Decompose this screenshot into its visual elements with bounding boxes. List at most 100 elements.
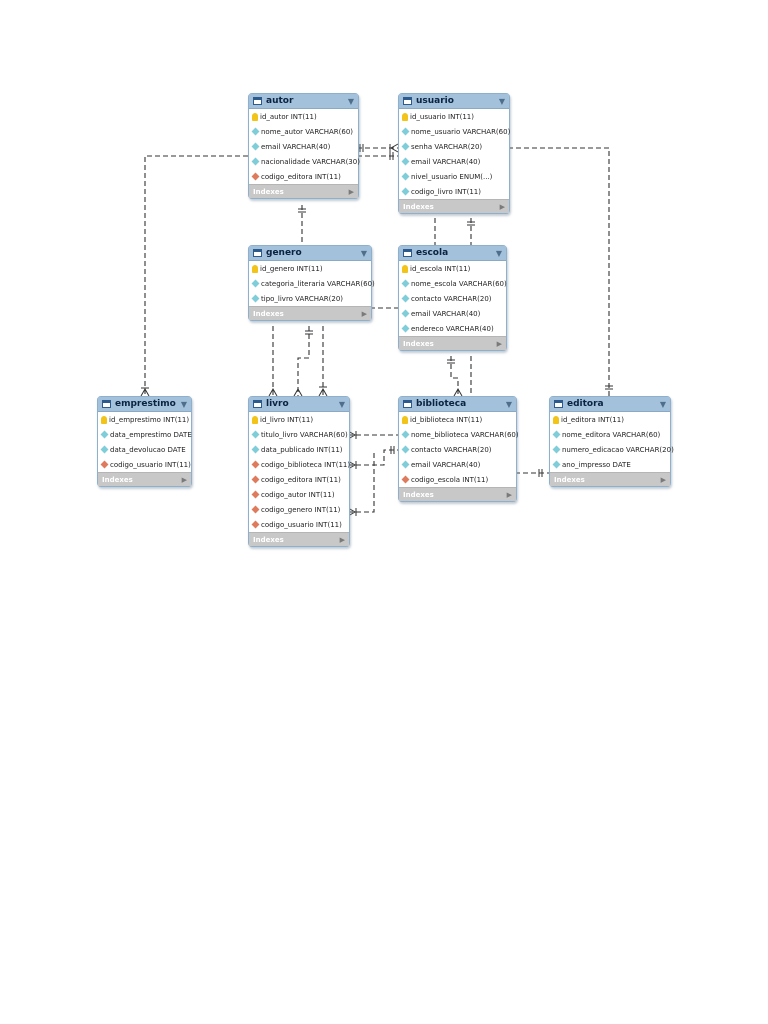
column-emprestimo-3[interactable]: codigo_usuario INT(11): [98, 457, 191, 472]
chevron-right-icon[interactable]: ▶: [361, 309, 367, 318]
chevron-down-icon[interactable]: ▼: [347, 96, 354, 106]
column-icon: [401, 157, 410, 166]
entity-header[interactable]: livro▼: [249, 397, 349, 412]
column-icon: [552, 445, 561, 454]
entity-header[interactable]: genero▼: [249, 246, 371, 261]
entity-header[interactable]: emprestimo▼: [98, 397, 191, 412]
column-editora-3[interactable]: ano_impresso DATE: [550, 457, 670, 472]
many-marker-autor-usuario: [389, 143, 399, 153]
column-label: codigo_editora INT(11): [261, 475, 341, 484]
indexes-bar[interactable]: Indexes▶: [399, 199, 509, 213]
table-icon: [253, 97, 262, 105]
column-icon: [401, 172, 410, 181]
chevron-right-icon[interactable]: ▶: [181, 475, 187, 484]
table-icon: [403, 97, 412, 105]
chevron-right-icon[interactable]: ▶: [660, 475, 666, 484]
column-genero-1[interactable]: categoria_literaria VARCHAR(60): [249, 276, 375, 291]
chevron-down-icon[interactable]: ▼: [498, 96, 505, 106]
column-livro-7[interactable]: codigo_usuario INT(11): [249, 517, 349, 532]
column-usuario-1[interactable]: nome_usuario VARCHAR(60): [399, 124, 510, 139]
column-escola-2[interactable]: contacto VARCHAR(20): [399, 291, 506, 306]
entity-header[interactable]: biblioteca▼: [399, 397, 516, 412]
column-label: numero_edicacao VARCHAR(20): [562, 445, 674, 454]
column-usuario-4[interactable]: nivel_usuario ENUM(...): [399, 169, 509, 184]
column-biblioteca-2[interactable]: contacto VARCHAR(20): [399, 442, 516, 457]
entity-livro[interactable]: livro▼id_livro INT(11)titulo_livro VARCH…: [248, 396, 350, 547]
chevron-down-icon[interactable]: ▼: [659, 399, 666, 409]
column-emprestimo-2[interactable]: data_devolucao DATE: [98, 442, 191, 457]
entity-header[interactable]: usuario ▼: [399, 94, 509, 109]
column-livro-0[interactable]: id_livro INT(11): [249, 412, 349, 427]
column-biblioteca-1[interactable]: nome_biblioteca VARCHAR(60): [399, 427, 519, 442]
foreign-key-icon: [401, 475, 410, 484]
column-livro-6[interactable]: codigo_genero INT(11): [249, 502, 349, 517]
entity-autor[interactable]: autor▼id_autor INT(11)nome_autor VARCHAR…: [248, 93, 360, 199]
entity-biblioteca[interactable]: biblioteca▼id_biblioteca INT(11)nome_bib…: [398, 396, 519, 502]
column-autor-0[interactable]: id_autor INT(11): [249, 109, 358, 124]
entity-header[interactable]: escola▼: [399, 246, 506, 261]
indexes-bar[interactable]: Indexes▶: [399, 487, 516, 501]
indexes-bar[interactable]: Indexes▶: [98, 472, 191, 486]
chevron-right-icon[interactable]: ▶: [506, 490, 512, 499]
column-usuario-5[interactable]: codigo_livro INT(11): [399, 184, 509, 199]
entity-editora[interactable]: editora▼id_editora INT(11)nome_editora V…: [549, 396, 674, 487]
primary-key-icon: [402, 112, 408, 121]
one-marker-usuario-escola: [467, 221, 475, 226]
column-autor-4[interactable]: codigo_editora INT(11): [249, 169, 358, 184]
entity-genero[interactable]: genero▼id_genero INT(11)categoria_litera…: [248, 245, 375, 321]
column-autor-3[interactable]: nacionalidade VARCHAR(30): [249, 154, 360, 169]
column-emprestimo-0[interactable]: id_emprestimo INT(11): [98, 412, 191, 427]
chevron-down-icon[interactable]: ▼: [338, 399, 345, 409]
column-escola-3[interactable]: email VARCHAR(40): [399, 306, 506, 321]
entity-header[interactable]: editora▼: [550, 397, 670, 412]
chevron-down-icon[interactable]: ▼: [180, 399, 187, 409]
column-autor-1[interactable]: nome_autor VARCHAR(60): [249, 124, 358, 139]
column-editora-0[interactable]: id_editora INT(11): [550, 412, 670, 427]
chevron-right-icon[interactable]: ▶: [499, 202, 505, 211]
indexes-bar[interactable]: Indexes▶: [249, 184, 358, 198]
indexes-bar[interactable]: Indexes ▶: [399, 336, 506, 350]
chevron-right-icon[interactable]: ▶: [496, 339, 502, 348]
column-autor-2[interactable]: email VARCHAR(40): [249, 139, 358, 154]
primary-key-icon: [252, 112, 258, 121]
entity-header[interactable]: autor▼: [249, 94, 358, 109]
entity-usuario[interactable]: usuario ▼ id_usuario INT(11)nome_usuario V…: [398, 93, 510, 214]
chevron-down-icon[interactable]: ▼: [495, 248, 502, 258]
column-icon: [401, 294, 410, 303]
entity-escola[interactable]: escola▼id_escola INT(11)nome_escola VARC…: [398, 245, 507, 351]
column-usuario-3[interactable]: email VARCHAR(40): [399, 154, 509, 169]
foreign-key-icon: [251, 490, 260, 499]
indexes-bar[interactable]: Indexes▶: [249, 532, 349, 546]
column-escola-4[interactable]: endereco VARCHAR(40): [399, 321, 506, 336]
chevron-down-icon[interactable]: ▼: [505, 399, 512, 409]
column-livro-1[interactable]: titulo_livro VARCHAR(60): [249, 427, 349, 442]
column-emprestimo-1[interactable]: data_emprestimo DATE: [98, 427, 192, 442]
entity-emprestimo[interactable]: emprestimo▼id_emprestimo INT(11)data_emp…: [97, 396, 192, 487]
column-biblioteca-4[interactable]: codigo_escola INT(11): [399, 472, 516, 487]
column-label: endereco VARCHAR(40): [411, 324, 494, 333]
entity-title: usuario: [416, 96, 454, 106]
column-usuario-0[interactable]: id_usuario INT(11): [399, 109, 509, 124]
many-marker-livro-2: [293, 387, 303, 397]
column-genero-2[interactable]: tipo_livro VARCHAR(20): [249, 291, 371, 306]
column-livro-2[interactable]: data_publicado INT(11): [249, 442, 349, 457]
foreign-key-icon: [251, 505, 260, 514]
column-livro-3[interactable]: codigo_biblioteca INT(11): [249, 457, 350, 472]
column-escola-0[interactable]: id_escola INT(11): [399, 261, 506, 276]
column-livro-4[interactable]: codigo_editora INT(11): [249, 472, 349, 487]
column-editora-2[interactable]: numero_edicacao VARCHAR(20): [550, 442, 674, 457]
column-editora-1[interactable]: nome_editora VARCHAR(60): [550, 427, 670, 442]
chevron-down-icon[interactable]: ▼: [360, 248, 367, 258]
column-escola-1[interactable]: nome_escola VARCHAR(60): [399, 276, 507, 291]
column-biblioteca-0[interactable]: id_biblioteca INT(11): [399, 412, 516, 427]
indexes-label: Indexes: [403, 339, 434, 348]
column-biblioteca-3[interactable]: email VARCHAR(40): [399, 457, 516, 472]
column-usuario-2[interactable]: senha VARCHAR(20): [399, 139, 509, 154]
column-livro-5[interactable]: codigo_autor INT(11): [249, 487, 349, 502]
indexes-bar[interactable]: Indexes▶: [249, 306, 371, 320]
indexes-bar[interactable]: Indexes▶: [550, 472, 670, 486]
column-genero-0[interactable]: id_genero INT(11): [249, 261, 371, 276]
chevron-right-icon[interactable]: ▶: [339, 535, 345, 544]
chevron-right-icon[interactable]: ▶: [348, 187, 354, 196]
